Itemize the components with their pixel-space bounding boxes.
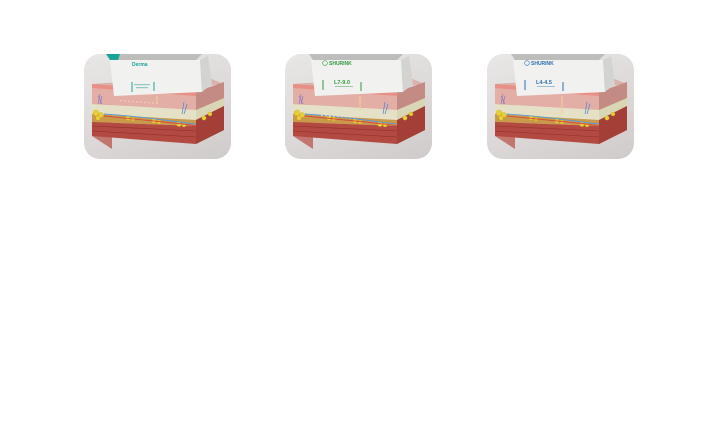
cartridge-model: L4-4.5 bbox=[536, 80, 552, 86]
cartridge-brand: Derma bbox=[132, 62, 148, 68]
cartridge-model: L7-9.0 bbox=[334, 80, 350, 86]
cartridge-image-l7-9: SHURINK L7-9.0 bbox=[285, 54, 432, 159]
skin-block-illustration: SHURINK L4-4.5 bbox=[494, 54, 627, 149]
cartridge-image-l4-4-5: SHURINK L4-4.5 bbox=[487, 54, 634, 159]
cartridge-image-derma: Derma bbox=[84, 54, 231, 159]
skin-block-illustration: Derma bbox=[91, 54, 224, 149]
cartridge-brand: SHURINK bbox=[531, 61, 554, 67]
cartridge-brand: SHURINK bbox=[329, 61, 352, 67]
skin-block-illustration: SHURINK L7-9.0 bbox=[292, 54, 425, 149]
